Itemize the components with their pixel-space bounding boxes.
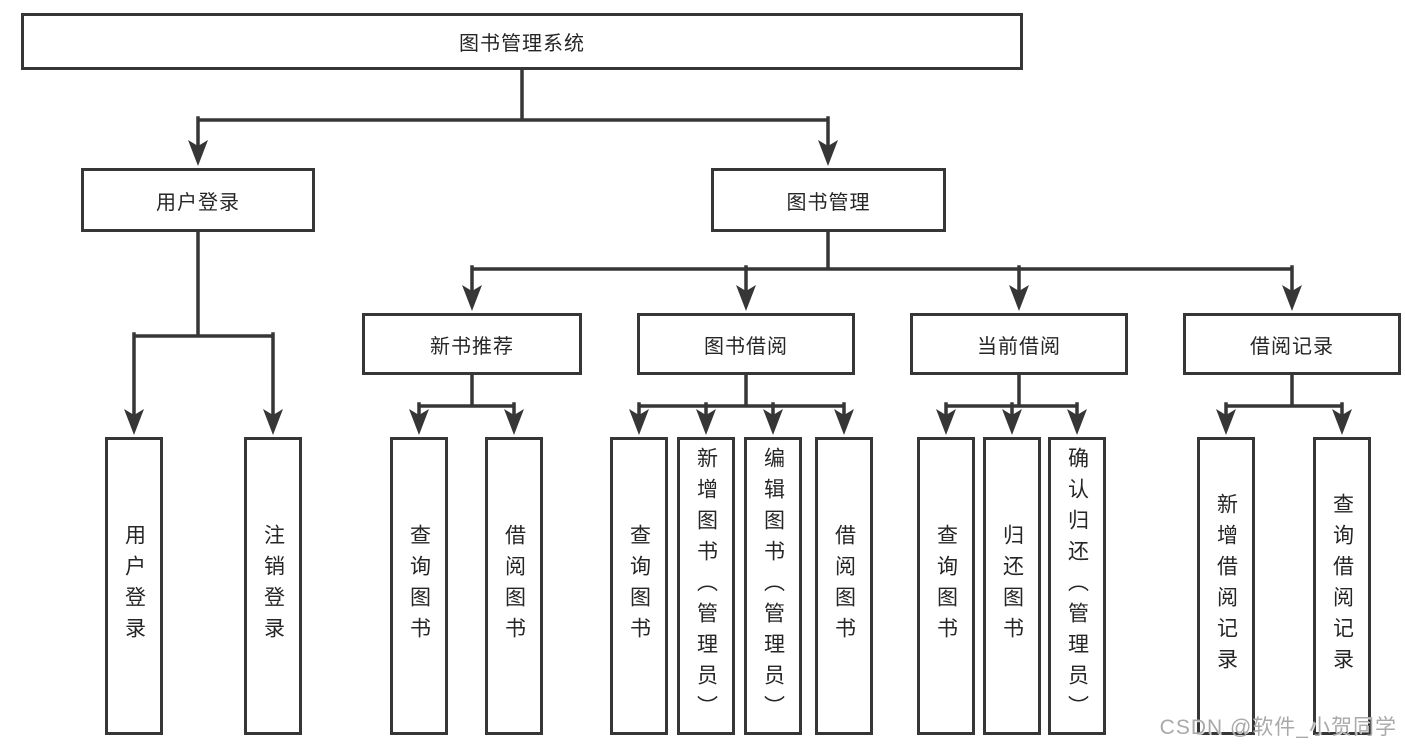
leaf-recommend-borrow-books: 借阅图书: [485, 437, 543, 735]
leaf-label: 查询借阅记录: [1330, 493, 1354, 679]
leaf-current-query-books: 查询图书: [917, 437, 975, 735]
node-book-management: 图书管理: [711, 168, 946, 232]
leaf-confirm-return-admin: 确认归还（管理员）: [1048, 437, 1106, 735]
leaf-label: 新增图书（管理员）: [694, 446, 718, 726]
node-label: 图书管理: [786, 191, 871, 214]
leaf-label: 编辑图书（管理员）: [761, 446, 785, 726]
leaf-label: 用户登录: [122, 524, 146, 648]
leaf-label: 注销登录: [261, 524, 285, 648]
leaf-label: 查询图书: [407, 524, 431, 648]
node-label: 新书推荐: [430, 335, 514, 358]
node-borrow-records: 借阅记录: [1183, 313, 1401, 375]
node-book-borrow: 图书借阅: [637, 313, 855, 375]
node-label: 图书管理系统: [459, 33, 585, 55]
leaf-label: 借阅图书: [832, 524, 856, 648]
node-current-borrow: 当前借阅: [910, 313, 1128, 375]
leaf-label: 查询图书: [627, 524, 651, 648]
leaf-user-login: 用户登录: [105, 437, 163, 735]
node-new-book-recommend: 新书推荐: [362, 313, 582, 375]
leaf-add-books-admin: 新增图书（管理员）: [677, 437, 735, 735]
node-label: 图书借阅: [704, 335, 788, 358]
leaf-logout-login: 注销登录: [244, 437, 302, 735]
node-label: 用户登录: [156, 191, 240, 214]
leaf-label: 借阅图书: [502, 524, 526, 648]
leaf-return-books: 归还图书: [983, 437, 1041, 735]
leaf-borrow-borrow-books: 借阅图书: [815, 437, 873, 735]
leaf-label: 新增借阅记录: [1214, 493, 1238, 679]
node-user-login: 用户登录: [81, 168, 315, 232]
node-label: 当前借阅: [977, 335, 1061, 358]
leaf-label: 确认归还（管理员）: [1065, 446, 1089, 726]
leaf-borrow-query-books: 查询图书: [610, 437, 668, 735]
leaf-label: 归还图书: [1000, 524, 1024, 648]
leaf-recommend-query-books: 查询图书: [390, 437, 448, 735]
node-label: 借阅记录: [1250, 335, 1334, 358]
leaf-label: 查询图书: [934, 524, 958, 648]
leaf-query-borrow-record: 查询借阅记录: [1313, 437, 1371, 735]
leaf-add-borrow-record: 新增借阅记录: [1197, 437, 1255, 735]
leaf-edit-books-admin: 编辑图书（管理员）: [744, 437, 802, 735]
node-root-library-system: 图书管理系统: [21, 13, 1023, 70]
